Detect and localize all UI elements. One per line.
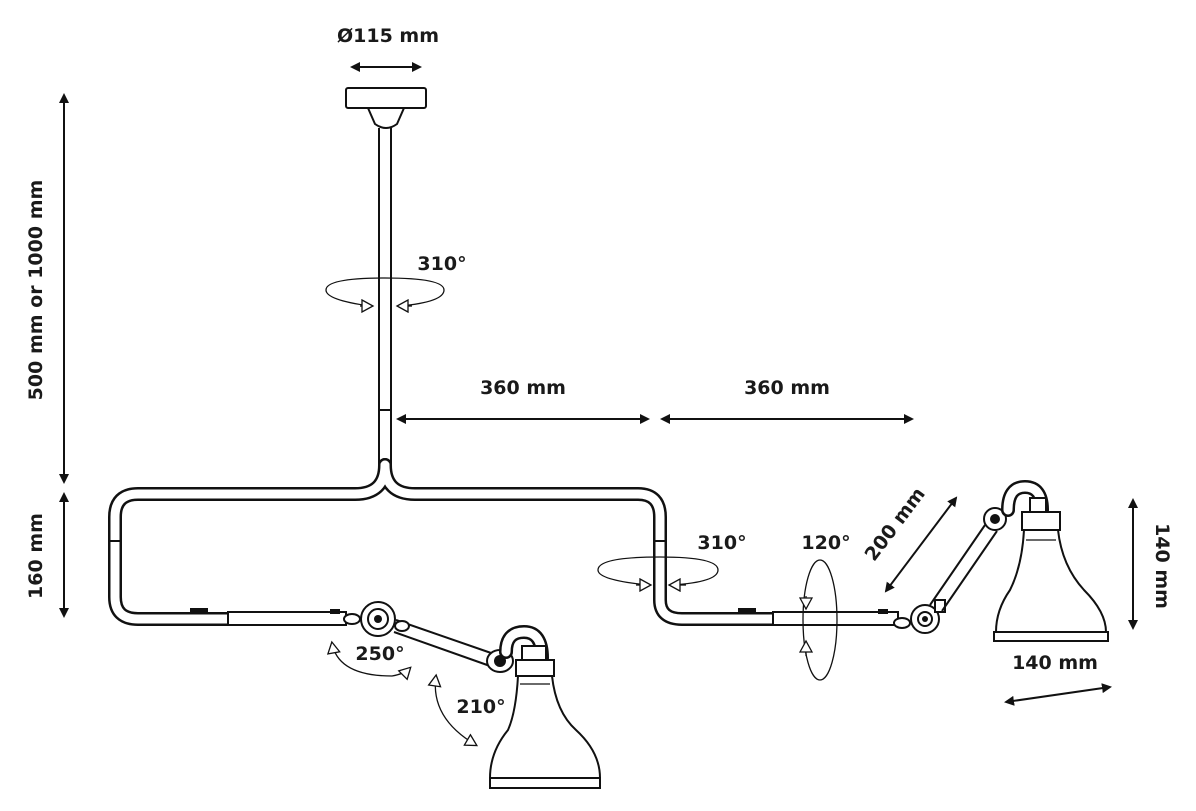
- right-arm-length-label: 360 mm: [744, 377, 830, 399]
- right-swing-arm: [929, 507, 1007, 612]
- stem-height-label: 500 mm or 1000 mm: [25, 180, 47, 401]
- shade-width-arrow: [1004, 683, 1112, 706]
- stem: [378, 128, 392, 472]
- left-arm-length-label: 360 mm: [480, 377, 566, 399]
- shade-height-label: 140 mm: [1151, 523, 1173, 609]
- ceiling-canopy: [345, 87, 427, 129]
- stem-rotation-indicator: [325, 277, 445, 306]
- left-swing-arm: [393, 619, 514, 673]
- elbow-rotation-indicator: [803, 559, 838, 681]
- left-joint-rotation-label: 250°: [355, 643, 404, 665]
- left-shade: [488, 625, 602, 789]
- right-elbow-rotation-label: 120°: [801, 532, 850, 554]
- right-shade: [993, 480, 1109, 642]
- frame-tube: [108, 458, 782, 626]
- frame-height-label: 160 mm: [25, 513, 47, 599]
- frame-rotation-indicator: [597, 556, 719, 585]
- left-joint-rotation-indicator: [332, 643, 410, 676]
- left-horizontal-arm: [190, 608, 347, 626]
- arm-segment-arrow: [884, 496, 958, 593]
- right-joint: [893, 599, 946, 634]
- frame-right-rotation-label: 310°: [697, 532, 746, 554]
- stem-rotation-label: 310°: [417, 253, 466, 275]
- arm-segment-label: 200 mm: [861, 483, 930, 565]
- shade-width-label: 140 mm: [1012, 652, 1098, 674]
- left-shade-tilt-label: 210°: [456, 696, 505, 718]
- right-horizontal-arm: [738, 608, 899, 626]
- left-joint: [343, 601, 396, 637]
- left-shade-tilt-indicator: [435, 676, 476, 745]
- canopy-diameter-label: Ø115 mm: [337, 25, 439, 47]
